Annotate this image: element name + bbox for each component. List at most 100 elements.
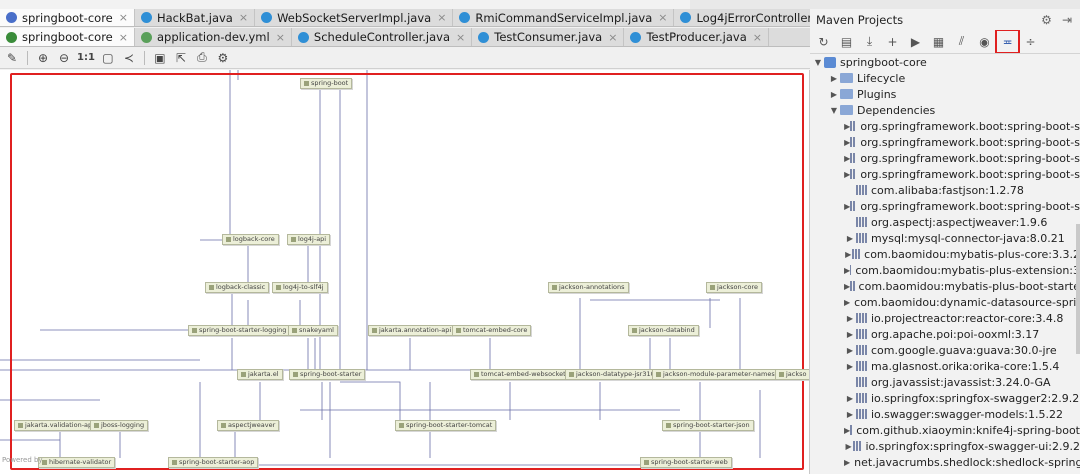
chevron-right-icon[interactable]: ▶ <box>846 409 854 419</box>
diagram-node[interactable]: logback-classic <box>205 282 270 293</box>
dependency-item[interactable]: ▶io.projectreactor:reactor-core:3.4.8 <box>810 310 1080 326</box>
diagram-node[interactable]: spring-boot <box>300 78 353 89</box>
chevron-right-icon[interactable]: ▶ <box>830 73 838 83</box>
diagram-node[interactable]: jakarta.annotation-api <box>368 325 456 336</box>
dependency-item[interactable]: ▶ma.glasnost.orika:orika-core:1.5.4 <box>810 358 1080 374</box>
diagram-node[interactable]: tomcat-embed-core <box>452 325 532 336</box>
editor-tab[interactable]: TestProducer.java× <box>624 28 769 46</box>
chevron-right-icon[interactable]: ▶ <box>830 89 838 99</box>
dependency-item[interactable]: ▶com.google.guava:guava:30.0-jre <box>810 342 1080 358</box>
chevron-right-icon[interactable]: ▶ <box>844 137 851 147</box>
diagram-node[interactable]: jackson-annotations <box>548 282 629 293</box>
diagram-node[interactable]: aspectjweaver <box>217 420 280 431</box>
chevron-right-icon[interactable]: ▶ <box>844 121 851 131</box>
dependency-diagram-canvas[interactable]: spring-boot logback-core log4j-api logback-… <box>0 70 810 474</box>
layout-icon[interactable]: ✎ <box>6 50 18 65</box>
chevron-right-icon[interactable]: ▶ <box>846 393 854 403</box>
dependency-item[interactable]: ▶io.springfox:springfox-swagger2:2.9.2 <box>810 390 1080 406</box>
dependency-item[interactable]: ▶com.baomidou:dynamic-datasource-sprin <box>810 294 1080 310</box>
run-icon[interactable]: ▶ <box>910 34 921 49</box>
close-icon[interactable]: × <box>437 11 447 24</box>
zoom-in-icon[interactable]: ⊕ <box>37 50 49 65</box>
dependency-item[interactable]: ▶org.springframework.boot:spring-boot-s <box>810 166 1080 182</box>
download-icon[interactable]: ⤓ <box>866 34 873 48</box>
close-icon[interactable]: × <box>456 30 466 44</box>
dependency-item[interactable]: ▶mysql:mysql-connector-java:8.0.21 <box>810 230 1080 246</box>
fit-content-icon[interactable]: ▢ <box>102 50 114 65</box>
dependency-item[interactable]: ▶com.baomidou:mybatis-plus-boot-starte <box>810 278 1080 294</box>
diagram-node[interactable]: jackso <box>775 369 809 380</box>
dependency-item[interactable]: ▶com.baomidou:mybatis-plus-core:3.3.2 <box>810 246 1080 262</box>
dependency-item[interactable]: ▶org.springframework.boot:spring-boot-s <box>810 134 1080 150</box>
chevron-down-icon[interactable]: ▼ <box>814 57 822 67</box>
diagram-node[interactable]: snakeyaml <box>288 325 338 336</box>
diagram-node[interactable]: hibernate-validator <box>38 457 116 468</box>
dependency-item[interactable]: org.javassist:javassist:3.24.0-GA <box>810 374 1080 390</box>
chevron-right-icon[interactable]: ▶ <box>844 265 851 275</box>
editor-tab[interactable]: application-dev.yml× <box>135 28 292 46</box>
chevron-right-icon[interactable]: ▶ <box>846 313 854 323</box>
editor-tab[interactable]: springboot-core× <box>0 9 135 26</box>
diagram-node[interactable]: spring-boot-starter <box>289 369 366 380</box>
chevron-right-icon[interactable]: ▶ <box>844 201 851 211</box>
generate-sources-icon[interactable]: ▤ <box>840 34 853 49</box>
close-icon[interactable]: × <box>608 30 618 44</box>
chevron-right-icon[interactable]: ▶ <box>845 249 852 259</box>
diagram-node[interactable]: jackson-datatype-jsr310 <box>565 369 659 380</box>
chevron-right-icon[interactable]: ▶ <box>844 297 851 307</box>
diagram-node[interactable]: log4j-api <box>287 234 331 245</box>
reimport-icon[interactable]: ↻ <box>818 34 829 49</box>
dependency-item[interactable]: ▶io.springfox:springfox-swagger-ui:2.9.2 <box>810 438 1080 454</box>
dependency-item[interactable]: ▶org.springframework.boot:spring-boot-s <box>810 150 1080 166</box>
chevron-right-icon[interactable]: ▶ <box>846 361 854 371</box>
editor-tab[interactable]: RmiCommandServiceImpl.java× <box>453 9 675 26</box>
editor-tab[interactable]: TestConsumer.java× <box>472 28 625 46</box>
dependency-item[interactable]: ▶com.baomidou:mybatis-plus-extension:3 <box>810 262 1080 278</box>
dependency-item[interactable]: ▶com.github.xiaoymin:knife4j-spring-boot <box>810 422 1080 438</box>
show-dependencies-icon[interactable]: ≖ <box>995 30 1020 53</box>
chevron-right-icon[interactable]: ▶ <box>846 233 854 243</box>
diagram-node[interactable]: spring-boot-starter-web <box>640 457 732 468</box>
chevron-right-icon[interactable]: ▶ <box>844 457 851 467</box>
diagram-node[interactable]: jakarta.el <box>237 369 283 380</box>
settings-icon[interactable]: ⚙ <box>217 50 229 65</box>
save-icon[interactable]: ▣ <box>154 50 166 65</box>
editor-tab[interactable]: springboot-core× <box>0 28 135 46</box>
close-icon[interactable]: × <box>238 11 249 24</box>
diagram-node[interactable]: spring-boot-starter-aop <box>168 457 259 468</box>
close-icon[interactable]: × <box>118 30 128 44</box>
dependency-item[interactable]: ▶org.apache.poi:poi-ooxml:3.17 <box>810 326 1080 342</box>
chevron-right-icon[interactable]: ▶ <box>844 153 851 163</box>
zoom-out-icon[interactable]: ⊖ <box>58 50 70 65</box>
tree-scrollbar[interactable] <box>1076 224 1080 354</box>
tree-group-lifecycle[interactable]: ▶Lifecycle <box>810 70 1080 86</box>
editor-tab[interactable]: Log4jErrorController.java× <box>674 9 810 26</box>
diagram-node[interactable]: tomcat-embed-websocket <box>470 369 570 380</box>
diagram-node[interactable]: jackson-core <box>706 282 763 293</box>
toggle-offline-icon[interactable]: ⫽ <box>958 34 965 48</box>
editor-tab[interactable]: HackBat.java× <box>135 9 256 26</box>
chevron-right-icon[interactable]: ▶ <box>846 329 854 339</box>
dependency-item[interactable]: ▶org.springframework.boot:spring-boot-s <box>810 198 1080 214</box>
hide-panel-icon[interactable]: ⇥ <box>1061 12 1072 27</box>
print-icon[interactable]: ⎙ <box>197 50 207 64</box>
diagram-node[interactable]: spring-boot-starter-tomcat <box>395 420 497 431</box>
chevron-right-icon[interactable]: ▶ <box>846 345 854 355</box>
chevron-right-icon[interactable]: ▶ <box>844 281 851 291</box>
close-icon[interactable]: × <box>752 30 762 44</box>
add-project-icon[interactable]: + <box>887 34 898 49</box>
dependency-item[interactable]: ▶io.swagger:swagger-models:1.5.22 <box>810 406 1080 422</box>
diagram-node[interactable]: spring-boot-starter-logging <box>188 325 291 336</box>
chevron-right-icon[interactable]: ▶ <box>844 425 851 435</box>
diagram-node[interactable]: jboss-logging <box>90 420 149 431</box>
export-icon[interactable]: ⇱ <box>175 50 186 65</box>
close-icon[interactable]: × <box>275 30 285 44</box>
diagram-node[interactable]: logback-core <box>222 234 279 245</box>
editor-tab[interactable]: WebSocketServerImpl.java× <box>255 9 454 26</box>
diagram-node[interactable]: log4j-to-slf4j <box>272 282 328 293</box>
diagram-node[interactable]: jackson-module-parameter-names <box>652 369 779 380</box>
chevron-down-icon[interactable]: ▼ <box>830 105 838 115</box>
chevron-right-icon[interactable]: ▶ <box>845 441 852 451</box>
editor-tab[interactable]: ScheduleController.java× <box>292 28 473 46</box>
tree-group-plugins[interactable]: ▶Plugins <box>810 86 1080 102</box>
